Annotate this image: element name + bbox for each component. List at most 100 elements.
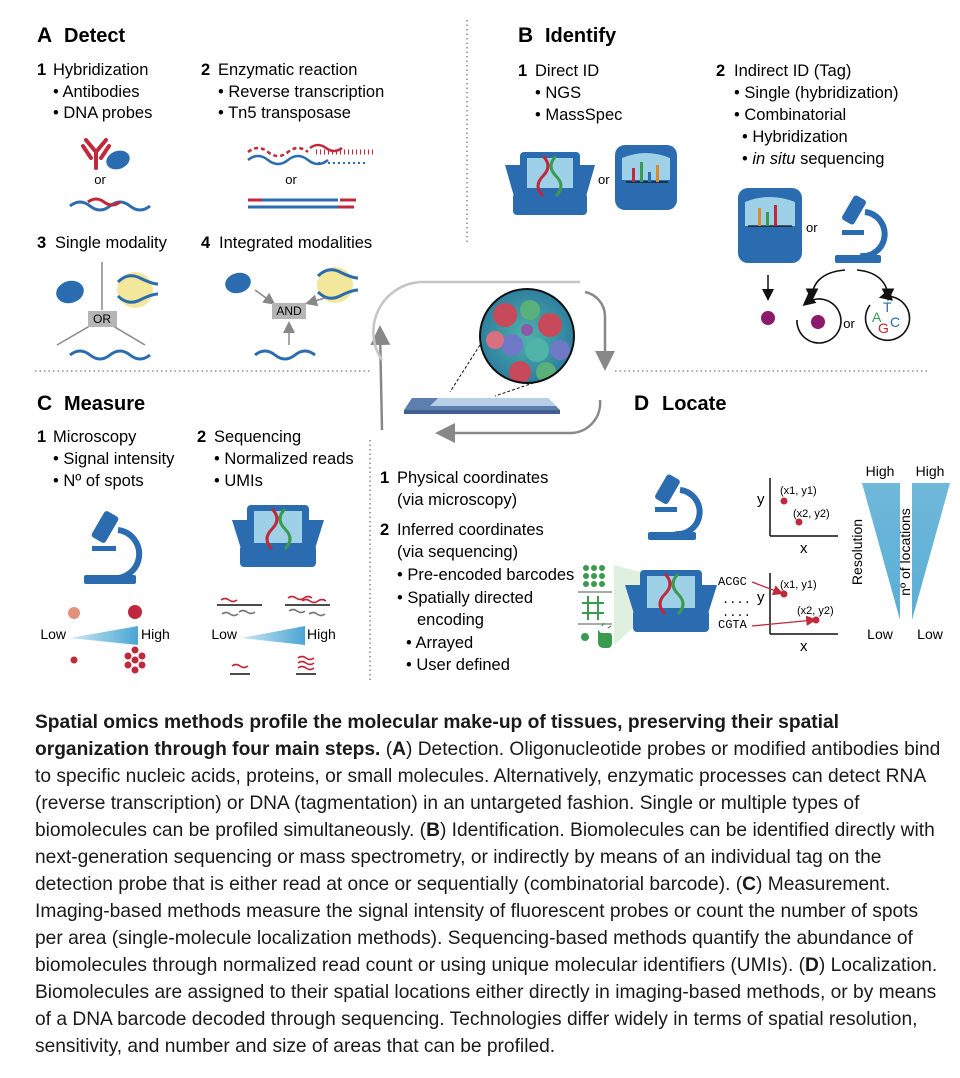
dna-probe-icon (69, 197, 151, 212)
a1-title: Hybridization (53, 61, 148, 79)
panel-c: C Measure 1 Microscopy • Signal intensit… (37, 392, 354, 675)
b1-title: Direct ID (535, 62, 599, 80)
c2-title: Sequencing (214, 428, 301, 446)
c1-low: Low (40, 626, 67, 642)
panel-b-title: Identify (545, 25, 617, 47)
a4-num: 4 (201, 234, 211, 252)
svg-text:(x2, y2): (x2, y2) (793, 508, 830, 520)
protein-icon (106, 150, 130, 170)
sequencer-icon (232, 505, 324, 567)
panel-a: A Detect 1 Hybridization • Antibodies • … (37, 24, 384, 361)
tn5-icon (248, 198, 356, 209)
b2-or: or (806, 220, 818, 235)
umi-low (230, 663, 250, 675)
a2-item: • Reverse transcription (218, 83, 384, 101)
c2-high: High (307, 626, 336, 642)
and-gate-label: AND (276, 304, 302, 318)
intensity-wedge (70, 626, 138, 645)
reverse-transcription-icon (247, 143, 376, 166)
svg-text:CGTA: CGTA (718, 618, 748, 632)
caption-b: Identification. Biomolecules can be iden… (35, 820, 935, 895)
c2-low: Low (211, 626, 238, 642)
a1-item: • Antibodies (53, 83, 140, 101)
d2-title: Inferred coordinates (397, 521, 544, 539)
svg-text:Low: Low (917, 626, 944, 642)
antibody-icon (81, 138, 111, 170)
caption-d: Localization. Biomolecules are assigned … (35, 955, 938, 1057)
d2-item: • Spatially directed (397, 589, 533, 607)
d2-item: • Arrayed (406, 634, 473, 652)
tissue-zoom (479, 288, 575, 384)
svg-text:....: .... (722, 606, 751, 620)
svg-text:Low: Low (867, 626, 894, 642)
d1-title: Physical coordinates (397, 469, 548, 487)
svg-text:High: High (866, 463, 895, 479)
c2-item: • UMIs (214, 472, 263, 490)
b2-item: • Single (hybridization) (734, 84, 898, 102)
panel-b: B Identify 1 Direct ID • NGS • MassSpec … (505, 24, 911, 344)
panel-a-letter: A (37, 24, 52, 47)
panel-a-title: Detect (64, 25, 125, 47)
d1-sub: (via microscopy) (397, 491, 517, 509)
b2-item: • Hybridization (742, 128, 848, 146)
d2-item: encoding (417, 611, 484, 629)
a1-num: 1 (37, 61, 46, 79)
user-defined-icon (581, 622, 612, 648)
svg-text:Resolution: Resolution (849, 519, 865, 585)
caption-letter-b: B (426, 820, 440, 841)
microscope-icon (835, 195, 888, 263)
d1-num: 1 (380, 469, 389, 487)
a1-item: • DNA probes (53, 104, 152, 122)
b2-num: 2 (716, 62, 725, 80)
tag-spot (761, 311, 775, 325)
svg-text:....: .... (722, 593, 751, 607)
svg-text:(x2, y2): (x2, y2) (797, 605, 834, 617)
svg-text:C: C (890, 314, 900, 330)
reads-low (217, 597, 262, 617)
sequencer-icon (505, 152, 595, 215)
panel-c-letter: C (37, 392, 52, 415)
protein-icon (225, 272, 251, 294)
c1-high: High (141, 626, 170, 642)
resolution-scale: High Low Resolution (849, 463, 900, 642)
separators (35, 20, 930, 680)
svg-text:(x1, y1): (x1, y1) (780, 579, 817, 591)
barcode-list: ACGC .... .... CGTA (718, 575, 751, 632)
reads-wedge (241, 626, 305, 645)
coordinate-plot-2: y x (x1, y1) (x2, y2) (751, 573, 838, 655)
a2-or: or (285, 172, 297, 187)
d2-item: • User defined (406, 656, 510, 674)
panel-b-letter: B (518, 24, 533, 47)
protein-icon (56, 280, 84, 304)
reads-high (285, 595, 330, 617)
b1-num: 1 (518, 62, 527, 80)
a2-num: 2 (201, 61, 210, 79)
svg-text:G: G (878, 320, 889, 336)
panel-d-letter: D (634, 392, 649, 415)
b2-title: Indirect ID (Tag) (734, 62, 851, 80)
and-gate (272, 303, 306, 319)
svg-text:nº of locations: nº of locations (897, 508, 913, 596)
bright-spot (128, 605, 142, 619)
or-gate (88, 311, 117, 327)
b1-item: • MassSpec (535, 106, 622, 124)
mass-spec-icon (615, 145, 677, 210)
a3-num: 3 (37, 234, 46, 252)
arrayed-grid-icon (582, 596, 604, 620)
sequencer-icon (625, 570, 717, 632)
panel-d-title: Locate (662, 393, 726, 415)
caption-a: Detection. Oligonucleotide probes or mod… (35, 739, 941, 841)
svg-text:y: y (757, 589, 765, 606)
svg-text:A: A (872, 309, 882, 325)
d2-num: 2 (380, 521, 389, 539)
c1-item: • Nº of spots (53, 472, 144, 490)
locations-scale: High Low nº of locations (897, 463, 950, 642)
integrated-modality-diagram: AND (225, 267, 359, 361)
a3-title: Single modality (55, 234, 168, 252)
svg-text:x: x (800, 540, 808, 557)
coordinate-plot-1: y x (x1, y1) (x2, y2) (757, 478, 838, 557)
figure-diagram: A Detect 1 Hybridization • Antibodies • … (35, 20, 950, 680)
svg-text:(x1, y1): (x1, y1) (780, 485, 817, 497)
caption-title: Spatial omics methods profile the molecu… (35, 712, 839, 760)
b1-or: or (598, 172, 610, 187)
